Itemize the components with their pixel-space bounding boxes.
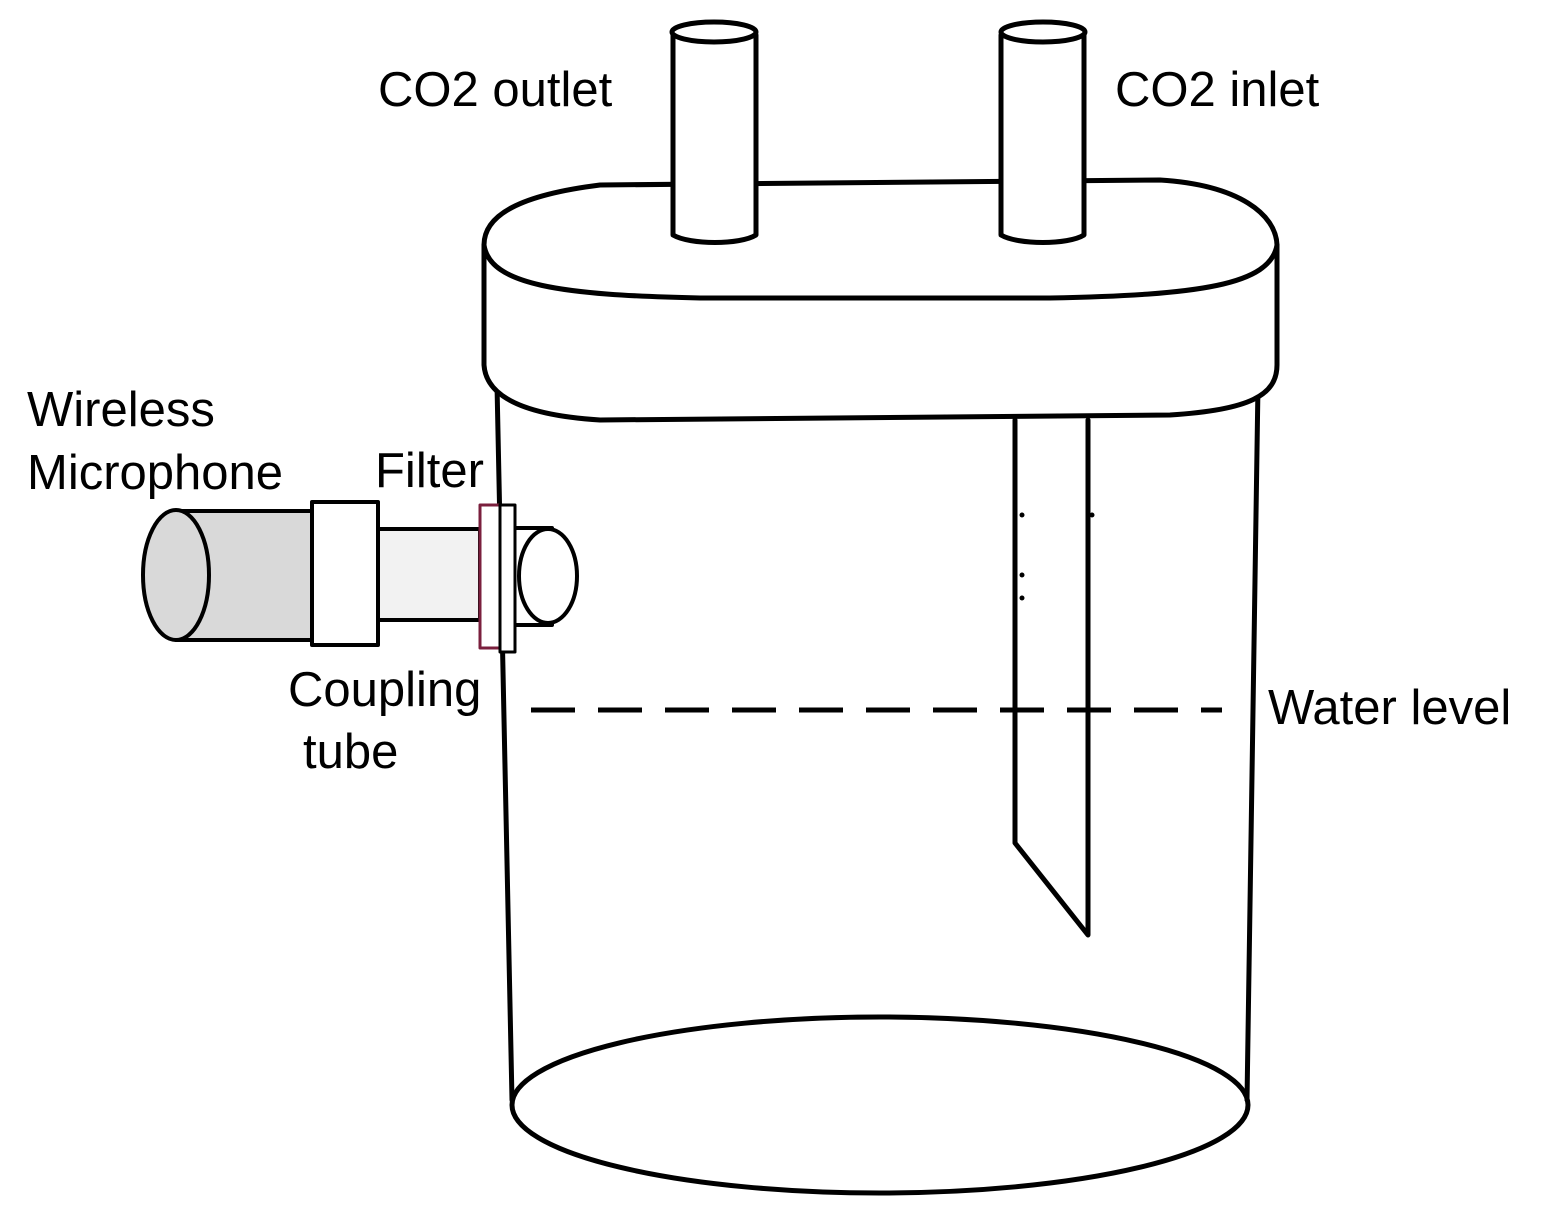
container-left-wall [494,382,515,1103]
container-bottom [509,1014,1251,1196]
co2-inlet-opening [998,19,1088,45]
pipe-tick [1019,572,1025,578]
pipe-tick [1019,512,1025,518]
pipe-tick [1019,595,1025,601]
pipe-tick [1089,512,1095,518]
filter-holder [498,503,517,654]
coupling-tube-label-line1: Coupling [288,663,482,717]
lid-top-rim [481,242,1280,301]
filter-label: Filter [375,444,484,498]
port-opening [517,527,579,625]
inner-inlet-pipe [1012,417,1091,938]
water-level-label: Water level [1268,681,1512,735]
pipe-tick-marks [1019,512,1095,601]
microphone-label-line2: Microphone [27,446,284,500]
co2-inlet-tube [998,32,1087,245]
container-right-wall [1244,382,1261,1103]
wireless-label-line1: Wireless [27,383,215,437]
co2-outlet-tube [670,32,759,245]
coupling-tube-label-line2: tube [303,725,399,779]
coupling-tube [376,527,482,622]
co2-outlet-label: CO2 outlet [378,63,613,117]
microphone-end [141,508,211,642]
filter-disc [478,503,502,650]
microphone-collar [310,500,380,647]
co2-inlet-label: CO2 inlet [1115,63,1320,117]
co2-outlet-opening [669,19,759,45]
